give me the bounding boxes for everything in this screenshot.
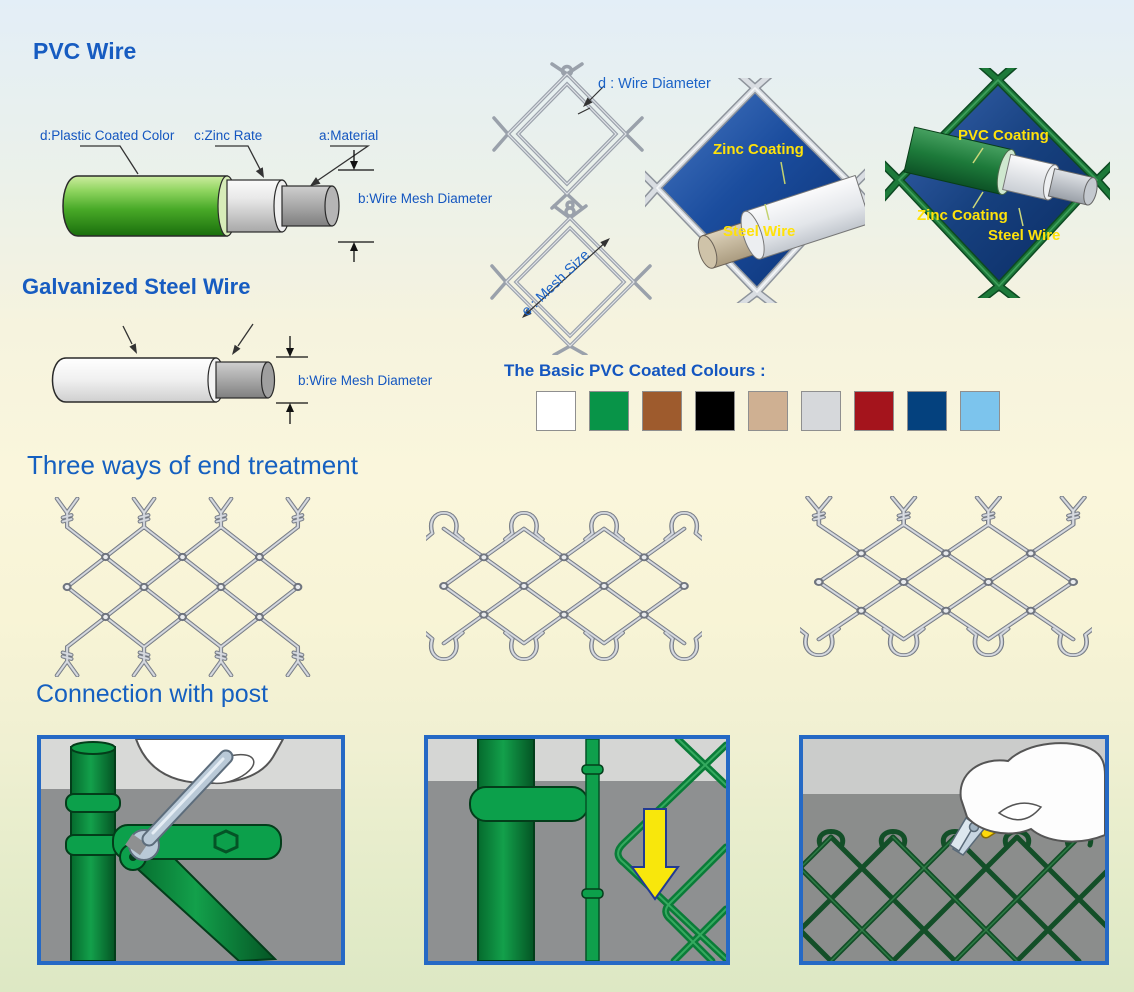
label-wire-diameter: d : Wire Diameter — [598, 76, 711, 92]
leader-arrowhead-zinc — [255, 167, 264, 178]
dimension-marks — [276, 336, 308, 424]
green-mesh-frame — [885, 68, 1110, 298]
dim-arrowhead — [583, 97, 593, 107]
label-steel-wire: Steel Wire — [723, 223, 795, 240]
label-wire-mesh-diameter: b:Wire Mesh Diameter — [358, 191, 493, 206]
pvc-coated-wire-sample — [903, 126, 1098, 206]
zinc-coating-layer — [51, 357, 217, 403]
swatch-navy-blue — [907, 391, 947, 431]
green-post — [477, 739, 535, 961]
glove-hand — [959, 742, 1105, 843]
label-ticks — [972, 147, 1024, 227]
wrench-icon — [125, 749, 234, 861]
mesh-cell-highlight — [505, 217, 635, 347]
end-treatment-mesh-mixed — [800, 496, 1092, 658]
pvc-coating-layer — [62, 175, 228, 237]
pointer-arrowhead-2 — [232, 344, 241, 355]
label-ticks — [764, 161, 786, 221]
post-collar-lower — [65, 834, 121, 856]
bolt-clamp-illustration — [41, 739, 341, 961]
pliers-illustration — [803, 739, 1105, 961]
leader-lines — [80, 145, 371, 184]
dim-arrow-up — [350, 242, 358, 251]
label-zinc-rate: c:Zinc Rate — [194, 128, 262, 143]
mesh-size-diagram: e : Mesh Size — [490, 200, 652, 355]
swatch-brown — [642, 391, 682, 431]
dim-arrow-down — [286, 348, 294, 357]
mesh-cell-highlight — [507, 73, 627, 195]
zinc-tube-rim — [740, 210, 765, 260]
pvc-wire-photo: PVC Coating Zinc Coating Steel Wire — [885, 68, 1110, 298]
steel-core — [215, 361, 269, 399]
pvc-wire-title: PVC Wire — [33, 38, 137, 64]
bar-ring-bottom — [581, 888, 604, 899]
end-treatment-mesh-knuckled — [426, 510, 702, 662]
arrowhead-ne — [600, 238, 610, 248]
galvanized-wire — [51, 357, 276, 403]
label-material: a:Material — [319, 128, 378, 143]
panel-pliers-tie — [799, 735, 1109, 965]
down-arrow — [630, 808, 680, 901]
label-plastic-coated-color: d:Plastic Coated Color — [40, 128, 175, 143]
dark-green-mesh — [803, 829, 1105, 961]
dimension-marks — [338, 150, 374, 262]
label-zinc-coating: Zinc Coating — [917, 207, 1008, 224]
tension-bar — [585, 739, 600, 961]
post-cap — [70, 741, 116, 755]
steel-core-end — [324, 185, 340, 227]
steel-core-end — [1083, 177, 1098, 206]
bar-ring-top — [581, 764, 604, 775]
swatch-white — [536, 391, 576, 431]
label-steel-wire: Steel Wire — [988, 227, 1060, 244]
post-band — [469, 786, 589, 822]
tension-bar-illustration — [428, 739, 726, 961]
green-mesh — [614, 739, 726, 961]
pointer-arrows — [122, 323, 254, 347]
end-treatment-mesh-twisted — [54, 497, 311, 677]
label-zinc-coating: Zinc Coating — [713, 141, 804, 158]
hex-bolt — [213, 829, 239, 854]
galvanized-wire-diagram: b:Wire Mesh Diameter — [51, 323, 433, 424]
galvanized-title: Galvanized Steel Wire — [22, 274, 251, 299]
swatch-row — [536, 391, 1000, 431]
zinc-wire-photo: Zinc Coating Steel Wire — [645, 78, 865, 303]
panel-tension-bar — [424, 735, 730, 965]
dim-arrow-up — [286, 403, 294, 412]
pvc-wire-diagram: d:Plastic Coated Color c:Zinc Rate a:Mat… — [40, 128, 493, 262]
end-treatment-title: Three ways of end treatment — [27, 450, 358, 480]
swatch-tan — [748, 391, 788, 431]
dim-arrow-down — [350, 161, 358, 170]
zinc-coated-wire-sample — [697, 174, 865, 269]
swatch-green — [589, 391, 629, 431]
swatch-black — [695, 391, 735, 431]
mesh-size-arrow — [525, 239, 609, 315]
leader-arrowhead-material — [310, 177, 321, 186]
glove-thumb — [997, 802, 1043, 821]
swatch-light-gray — [801, 391, 841, 431]
swatch-dark-red — [854, 391, 894, 431]
pvc-colours-title: The Basic PVC Coated Colours : — [504, 361, 766, 380]
steel-core — [281, 185, 333, 227]
pointer-arrowhead-1 — [129, 343, 137, 354]
zinc-layer — [226, 179, 283, 233]
dim-leader — [577, 85, 605, 115]
label-wire-mesh-diameter: b:Wire Mesh Diameter — [298, 373, 433, 388]
post-collar-upper — [65, 793, 121, 813]
panel-bolt-clamp — [37, 735, 345, 965]
label-pvc-coating: PVC Coating — [958, 127, 1049, 144]
pvc-coated-wire — [62, 175, 340, 237]
connection-title: Connection with post — [36, 680, 269, 708]
steel-wire-end — [697, 235, 718, 269]
arrowhead-sw — [522, 308, 532, 318]
wire-diameter-diagram: d : Wire Diameter — [492, 62, 711, 210]
steel-core-end — [260, 361, 276, 399]
swatch-sky-blue — [960, 391, 1000, 431]
